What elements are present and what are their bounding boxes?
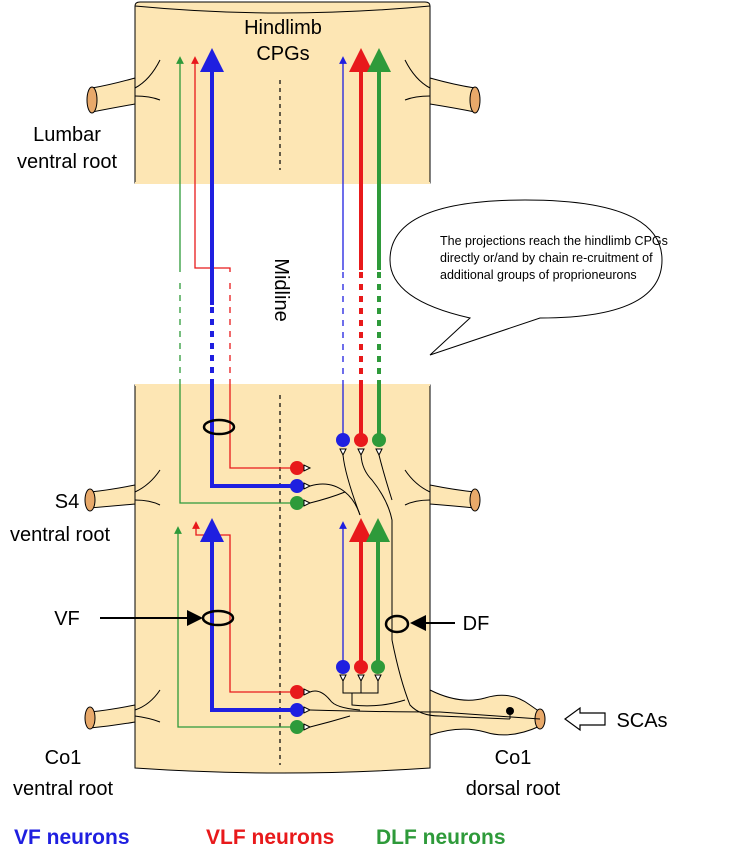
- hindlimb-label-line2: CPGs: [256, 43, 309, 65]
- co1-dorsal-neuron-red: [354, 660, 368, 674]
- co1-afferent-branches: [303, 639, 541, 731]
- dlf-left-s4-axon: [179, 385, 298, 504]
- co1-ventral-neuron-red: [290, 685, 304, 699]
- df-label: DF: [463, 613, 490, 635]
- s4-label-line1: S4: [55, 491, 79, 513]
- lumbar-label-line2: ventral root: [17, 151, 117, 173]
- co1-ventral-neuron-blue: [290, 703, 304, 717]
- co1-dorsal-neuron-blue: [336, 660, 350, 674]
- co1-dorsal-neuron-green: [371, 660, 385, 674]
- s4-dorsal-neuron-blue: [336, 433, 350, 447]
- lumbar-ventral-root-left: [86, 59, 161, 114]
- midline-label: Midline: [270, 258, 292, 321]
- vlf-left-s4-axon: [229, 385, 296, 469]
- co1-dorsal-label-line2: dorsal root: [466, 778, 561, 800]
- s4-vf-ring: [202, 418, 236, 436]
- s4-label-line2: ventral root: [10, 524, 110, 546]
- s4-dorsal-neuron-green: [372, 433, 386, 447]
- vf-left-s4-axon: [210, 385, 296, 488]
- callout-text: The projections reach the hindlimb CPGs …: [440, 234, 668, 282]
- vf-ring: [201, 609, 235, 627]
- co1-ventral-label-line1: Co1: [45, 747, 82, 769]
- legend-dlf-neurons: DLF neurons: [376, 826, 506, 849]
- lumbar-ventral-root-right: [404, 59, 481, 114]
- s4-ventral-neuron-blue: [290, 479, 304, 493]
- s4-dorsal-neuron-red: [354, 433, 368, 447]
- legend-vlf-neurons: VLF neurons: [206, 826, 335, 849]
- co1-ventral-root-left: [84, 689, 161, 730]
- s4-ventral-root-right: [404, 469, 481, 512]
- co1-ventral-neuron-green: [290, 720, 304, 734]
- sacral-cord-segment: [134, 384, 431, 774]
- lumbar-label-line1: Lumbar: [33, 124, 101, 146]
- s4-ventral-neuron-red: [290, 461, 304, 475]
- df-ring: [384, 614, 410, 634]
- co1-dorsal-label-line1: Co1: [495, 747, 532, 769]
- s4-ventral-neuron-green: [290, 496, 304, 510]
- callout-bubble: [389, 199, 663, 356]
- co1-ventral-label-line2: ventral root: [13, 778, 113, 800]
- vf-left-co1-axon: [200, 518, 296, 712]
- legend-vf-neurons: VF neurons: [14, 826, 130, 849]
- s4-afferent-branches: [303, 448, 393, 640]
- s4-ventral-root-left: [84, 469, 161, 512]
- scas-hollow-arrow: [563, 706, 606, 732]
- scas-label: SCAs: [616, 710, 667, 732]
- dlf-left-co1-axon: [174, 526, 298, 728]
- vlf-left-co1-axon: [192, 521, 296, 693]
- hindlimb-label-line1: Hindlimb: [244, 17, 322, 39]
- vf-label: VF: [54, 608, 80, 630]
